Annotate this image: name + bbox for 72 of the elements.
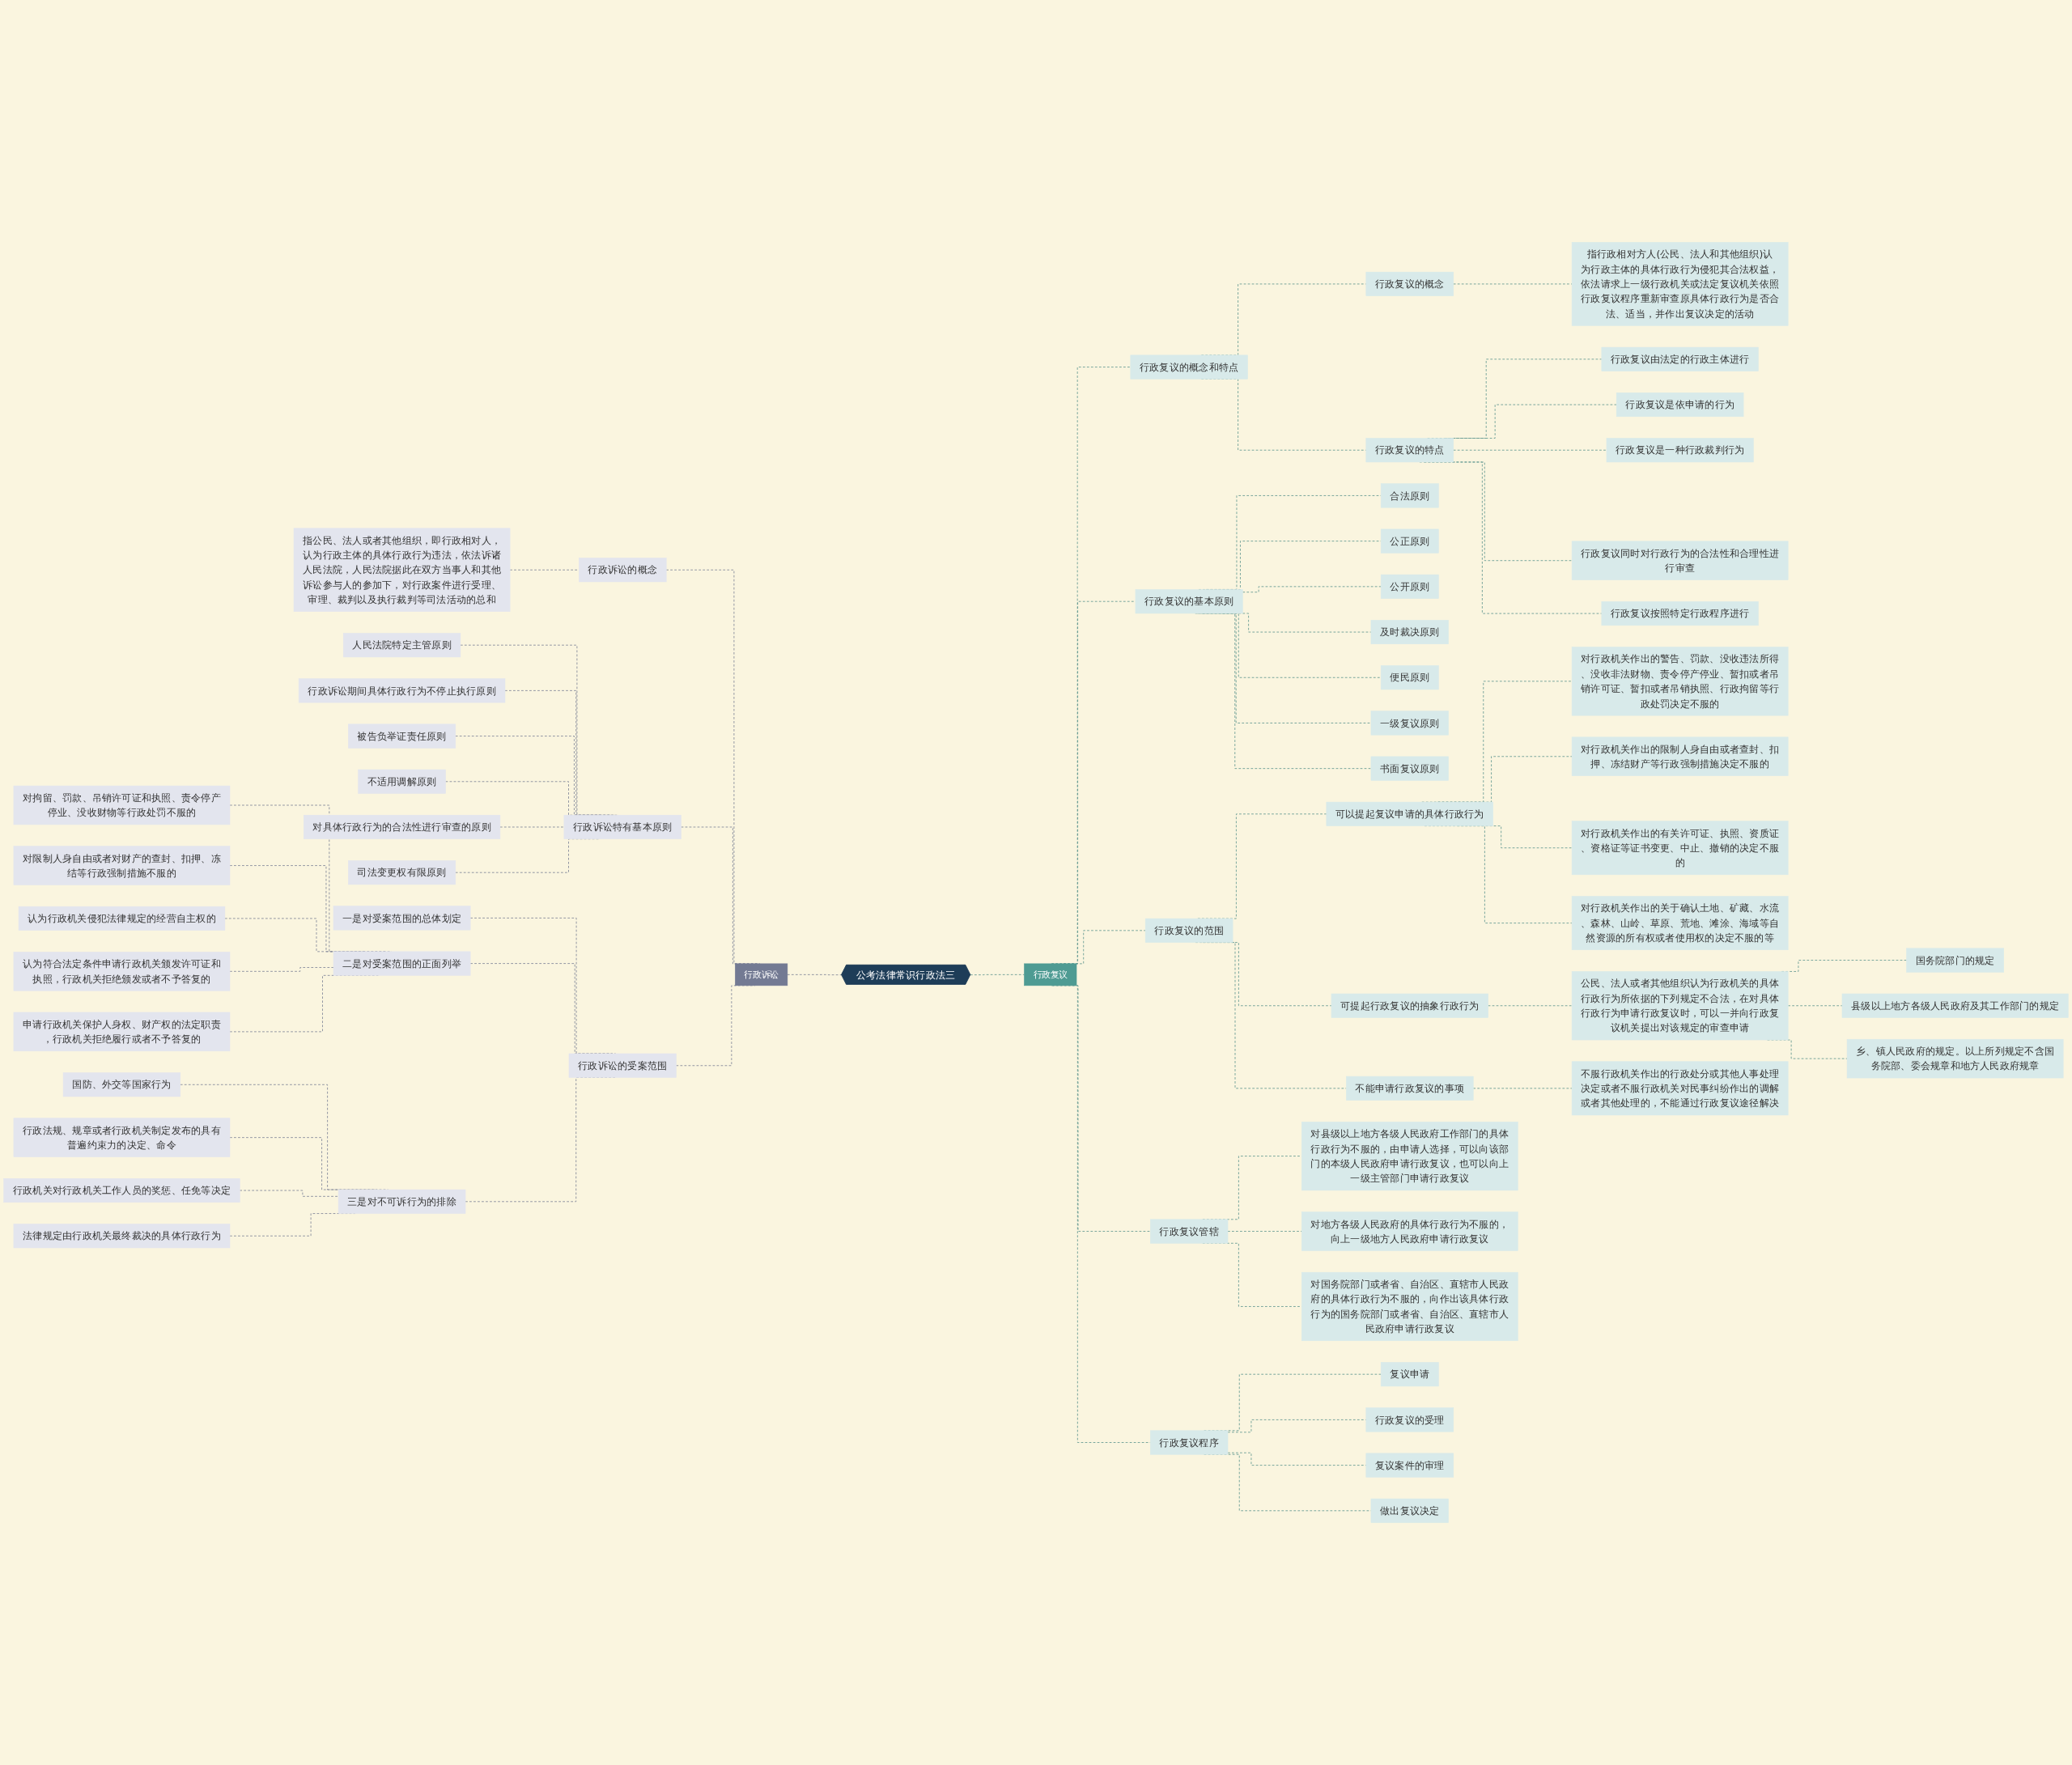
node-box: 国务院部门的规定 (1906, 948, 2004, 973)
node-box: 对限制人身自由或者对财产的查封、扣押、冻结等行政强制措施不服的 (13, 846, 231, 885)
node-box: 不能申请行政复议的事项 (1346, 1076, 1474, 1101)
node-box: 申请行政机关保护人身权、财产权的法定职责，行政机关拒绝履行或者不予答复的 (13, 1012, 231, 1052)
node-box: 一是对受案范围的总体划定 (333, 906, 471, 931)
node-box: 对行政机关作出的警告、罚款、没收违法所得、没收非法财物、责令停产停业、暂扣或者吊销许可证、暂扣或者吊销执照、行政拘留等行政处罚决定不服的 (1571, 647, 1789, 716)
node-box: 对行政机关作出的限制人身自由或者查封、扣押、冻结财产等行政强制措施决定不服的 (1571, 736, 1789, 776)
node-box: 乡、镇人民政府的规定。以上所列规定不含国务院部、委会规章和地方人民政府规章 (1846, 1038, 2064, 1079)
connector (239, 1190, 339, 1197)
node-box: 做出复议决定 (1370, 1498, 1449, 1523)
node-box: 行政复议的受理 (1365, 1407, 1454, 1432)
node-box: 不适用调解原则 (358, 769, 446, 794)
node-box: 行政机关对行政机关工作人员的奖惩、任免等决定 (3, 1178, 240, 1203)
node-box: 行政复议的特点 (1365, 438, 1454, 463)
node-box: 指行政相对方人(公民、法人和其他组织)认为行政主体的具体行政行为侵犯其合法权益，依法请求上一级行政机关或法定复议机关依照行政复议程序重新审查原具体行政行为是否合法、适当，并作出复议决定的活动 (1571, 242, 1789, 326)
node-box: 行政复议是一种行政裁判行为 (1606, 438, 1754, 463)
node-box: 行政复议是依申请的行为 (1616, 392, 1744, 418)
node-box: 行政法规、规章或者行政机关制定发布的具有普遍约束力的决定、命令 (13, 1118, 231, 1157)
node-box: 对县级以上地方各级人民政府工作部门的具体行政行为不服的，由申请人选择，可以向该部门的本级人民政府申请行政复议，也可以向上一级主管部门申请行政复议 (1301, 1122, 1518, 1191)
node-box: 行政复议的概念和特点 (1130, 354, 1248, 380)
node-box: 不服行政机关作出的行政处分或其他人事处理决定或者不服行政机关对民事纠纷作出的调解或者其他处理的，不能通过行政复议途径解决 (1571, 1061, 1789, 1116)
node-box: 行政复议同时对行政行为的合法性和合理性进行审查 (1571, 541, 1789, 580)
node-box: 对拘留、罚款、吊销许可证和执照、责令停产停业、没收财物等行政处罚不服的 (13, 785, 231, 825)
node-box: 行政复议 (1024, 963, 1077, 986)
node-box: 复议申请 (1380, 1362, 1439, 1387)
node-box: 公正原则 (1380, 528, 1439, 554)
node-box: 及时裁决原则 (1370, 620, 1449, 645)
node-box: 三是对不可诉行为的排除 (338, 1189, 466, 1214)
node-box: 行政复议由法定的行政主体进行 (1601, 346, 1759, 371)
node-box: 对行政机关作出的有关许可证、执照、资质证、资格证等证书变更、中止、撤销的决定不服的 (1571, 821, 1789, 876)
connector (1242, 586, 1382, 593)
connector (509, 569, 580, 571)
connector (787, 974, 843, 976)
node-box: 法律规定由行政机关最终裁决的具体行政行为 (13, 1224, 231, 1249)
node-box: 认为行政机关侵犯法律规定的经营自主权的 (18, 906, 226, 931)
node-box: 国防、外交等国家行为 (62, 1072, 181, 1097)
node-box: 公民、法人或者其他组织认为行政机关的具体行政行为所依据的下列规定不合法，在对具体行政行为申请行政复议时，可以一并向行政复议机关提出对该规定的审查申请 (1571, 971, 1789, 1041)
node-box: 行政诉讼的受案范围 (568, 1053, 677, 1078)
node-box: 复议案件的审理 (1365, 1453, 1454, 1478)
node-box: 行政复议按照特定行政程序进行 (1601, 601, 1759, 626)
node-box: 公开原则 (1380, 574, 1439, 599)
node-box: 书面复议原则 (1370, 756, 1449, 781)
node-box: 人民法院特定主管原则 (342, 633, 461, 658)
node-box: 行政诉讼 (735, 963, 788, 986)
connector (499, 826, 565, 828)
node-box: 对国务院部门或者省、自治区、直辖市人民政府的具体行政行为不服的，向作出该具体行政行为的国务院部门或者省、自治区、直辖市人民政府申请行政复议 (1301, 1271, 1518, 1342)
node-box: 一级复议原则 (1370, 711, 1449, 736)
node-box: 行政复议的基本原则 (1135, 589, 1243, 614)
node-box: 便民原则 (1380, 665, 1439, 690)
connector (1488, 1005, 1573, 1007)
node-box: 行政诉讼期间具体行政行为不停止执行原则 (298, 678, 506, 703)
connector (229, 967, 334, 972)
connector (1472, 1088, 1573, 1089)
node-box: 指公民、法人或者其他组织，即行政相对人，认为行政主体的具体行政行为违法，依法诉诸人民法院，人民法院据此在双方当事人和其他诉讼参与人的参加下，对行政案件进行受理、审理、裁判以及执行裁判等司法活动的总和 (293, 528, 511, 612)
node-box: 对行政机关作出的关于确认土地、矿藏、水流、森林、山岭、草原、荒地、滩涂、海域等自然资源的所有权或者使用权的决定不服的等 (1571, 896, 1789, 951)
node-box: 合法原则 (1380, 483, 1439, 508)
node-box: 认为符合法定条件申请行政机关颁发许可证和执照，行政机关拒绝颁发或者不予答复的 (13, 952, 231, 991)
node-box: 行政诉讼的概念 (579, 558, 667, 583)
node-box: 被告负举证责任原则 (348, 723, 456, 749)
node-box: 行政复议的概念 (1365, 271, 1454, 296)
node-box: 行政诉讼特有基本原则 (563, 814, 681, 839)
node-box: 司法变更权有限原则 (348, 860, 456, 885)
node-box: 可提起行政复议的抽象行政行为 (1331, 993, 1488, 1018)
node-box: 行政复议管辖 (1150, 1219, 1229, 1244)
node-box: 行政复议程序 (1150, 1430, 1229, 1455)
node-box: 行政复议的范围 (1144, 918, 1233, 943)
node-box: 县级以上地方各级人民政府及其工作部门的规定 (1841, 993, 2069, 1018)
connector (970, 974, 1025, 976)
node-box: 二是对受案范围的正面列举 (333, 951, 471, 976)
node-box: 对具体行政行为的合法性进行审查的原则 (304, 814, 501, 839)
node-box: 可以提起复议申请的具体行政行为 (1326, 801, 1493, 826)
node-box: 对地方各级人民政府的具体行政行为不服的，向上一级地方人民政府申请行政复议 (1301, 1211, 1518, 1251)
